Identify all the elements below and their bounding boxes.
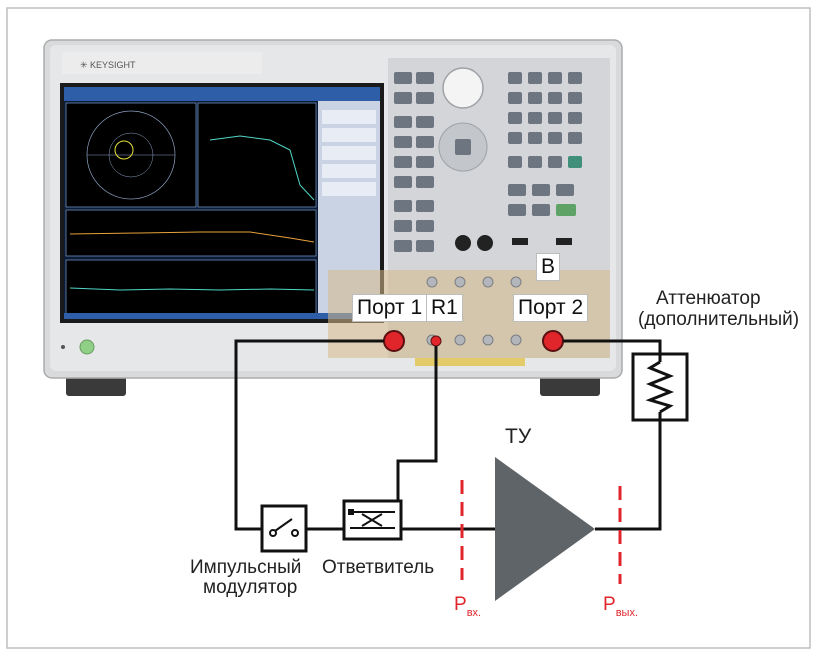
coupler-label: Ответвитель	[322, 557, 435, 578]
trace-middle	[69, 231, 315, 243]
p-out-label: Pвых.	[603, 594, 638, 619]
p-out-subscript: вых.	[615, 607, 638, 619]
standby-indicator	[61, 345, 65, 349]
port1-connector	[383, 330, 405, 352]
port2-label: Порт 2	[513, 294, 589, 322]
dut-label: ТУ	[505, 425, 532, 448]
probe-power-connector	[455, 235, 471, 251]
softkey	[322, 164, 376, 178]
enter-key	[455, 139, 471, 155]
wire-attenuator-to-port2	[563, 339, 662, 354]
brand-strip	[62, 52, 262, 74]
reference-connectors	[426, 276, 522, 346]
trace-bottom	[69, 287, 315, 291]
smith-trace	[114, 140, 134, 160]
pulse-modulator-symbol	[260, 504, 308, 553]
softkey	[322, 128, 376, 142]
p-out-main: P	[603, 594, 616, 615]
green-key	[568, 156, 582, 168]
p-in-subscript: вх.	[466, 607, 482, 619]
trace-window-top-right	[197, 102, 317, 208]
p-in-label: Pвх.	[454, 594, 482, 619]
wire-dut-to-attenuator	[595, 420, 662, 531]
network-analyzer: ✳ KEYSIGHT	[43, 39, 623, 396]
screen-menubar	[64, 87, 380, 101]
b-receiver-label: B	[536, 253, 561, 281]
signal-wiring	[234, 339, 662, 531]
attenuator-label-line1: Аттенюатор	[656, 288, 761, 309]
softkey	[322, 146, 376, 160]
function-keys	[394, 72, 434, 252]
trace-window-middle	[65, 209, 317, 257]
dut-amplifier-triangle	[495, 457, 595, 601]
preset-key	[556, 204, 576, 216]
brand-logo: ✳ KEYSIGHT	[80, 60, 136, 70]
usb-port	[512, 238, 528, 245]
numeric-keypad	[508, 72, 582, 216]
wire-port1-to-modulator	[234, 339, 384, 531]
trace-top-right	[209, 135, 315, 201]
pulse-modulator-label-line1: Импульсный	[190, 557, 302, 578]
coupler-symbol	[342, 499, 403, 541]
usb-port	[556, 238, 572, 245]
screen-statusbar	[64, 313, 380, 319]
port2-connector	[542, 330, 564, 352]
port1-label: Порт 1	[352, 294, 428, 322]
r1-connector	[430, 335, 442, 347]
power-button	[79, 339, 95, 355]
attenuator-label-line2: (дополнительный)	[638, 309, 800, 330]
r1-label: R1	[426, 294, 463, 322]
pulse-modulator-label-line2: модулятор	[203, 577, 298, 598]
probe-power-connector	[477, 235, 493, 251]
trace-window-bottom	[65, 259, 317, 315]
wire-coupler-to-r1	[396, 346, 438, 501]
rotary-knob	[442, 67, 484, 109]
attenuator-symbol	[631, 352, 689, 422]
softkey	[322, 182, 376, 196]
warning-strip	[415, 358, 525, 366]
outer-frame	[6, 7, 811, 649]
p-in-main: P	[454, 594, 467, 615]
softkey	[322, 110, 376, 124]
